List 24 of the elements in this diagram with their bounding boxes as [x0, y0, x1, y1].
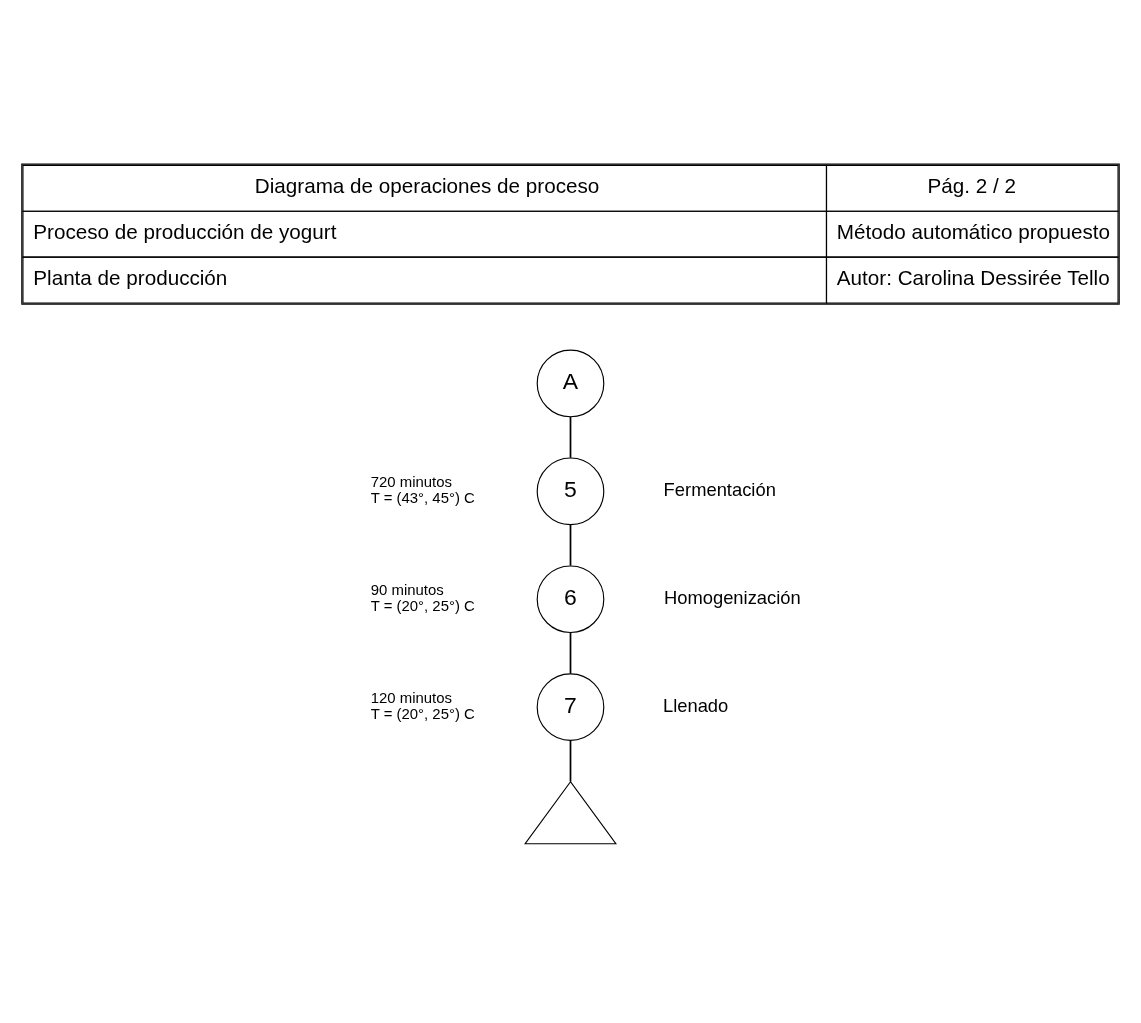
node-circle: A [536, 349, 605, 417]
label: Pág. 2 / 2 [927, 173, 1016, 197]
label: Planta de producción [33, 265, 228, 289]
node-label: 120 minutos [370, 688, 452, 706]
node-label: 90 minutos [370, 580, 444, 598]
node-circle: 7 [536, 672, 605, 741]
node-circle: 5 [536, 456, 605, 525]
node-label: T = (20°, 25°) C [370, 596, 475, 614]
node-triangle [524, 780, 617, 844]
node-circle: 6 [536, 564, 605, 633]
label: Proceso de producción de yogurt [33, 219, 337, 243]
label: Método automático propuesto [836, 219, 1111, 243]
connector [569, 523, 572, 566]
node-label: T = (43°, 45°) C [370, 488, 475, 506]
node-label: Llenado [662, 694, 729, 716]
connector [569, 739, 572, 782]
label: Autor: Carolina Dessirée Tello [836, 265, 1110, 289]
connector [569, 631, 572, 674]
label: Diagrama de operaciones de proceso [254, 173, 600, 197]
node-label: T = (20°, 25°) C [370, 704, 475, 722]
node-label: 720 minutos [370, 472, 452, 490]
connector [569, 415, 572, 459]
node-label: Homogenización [663, 586, 801, 608]
node-label: Fermentación [663, 478, 776, 500]
